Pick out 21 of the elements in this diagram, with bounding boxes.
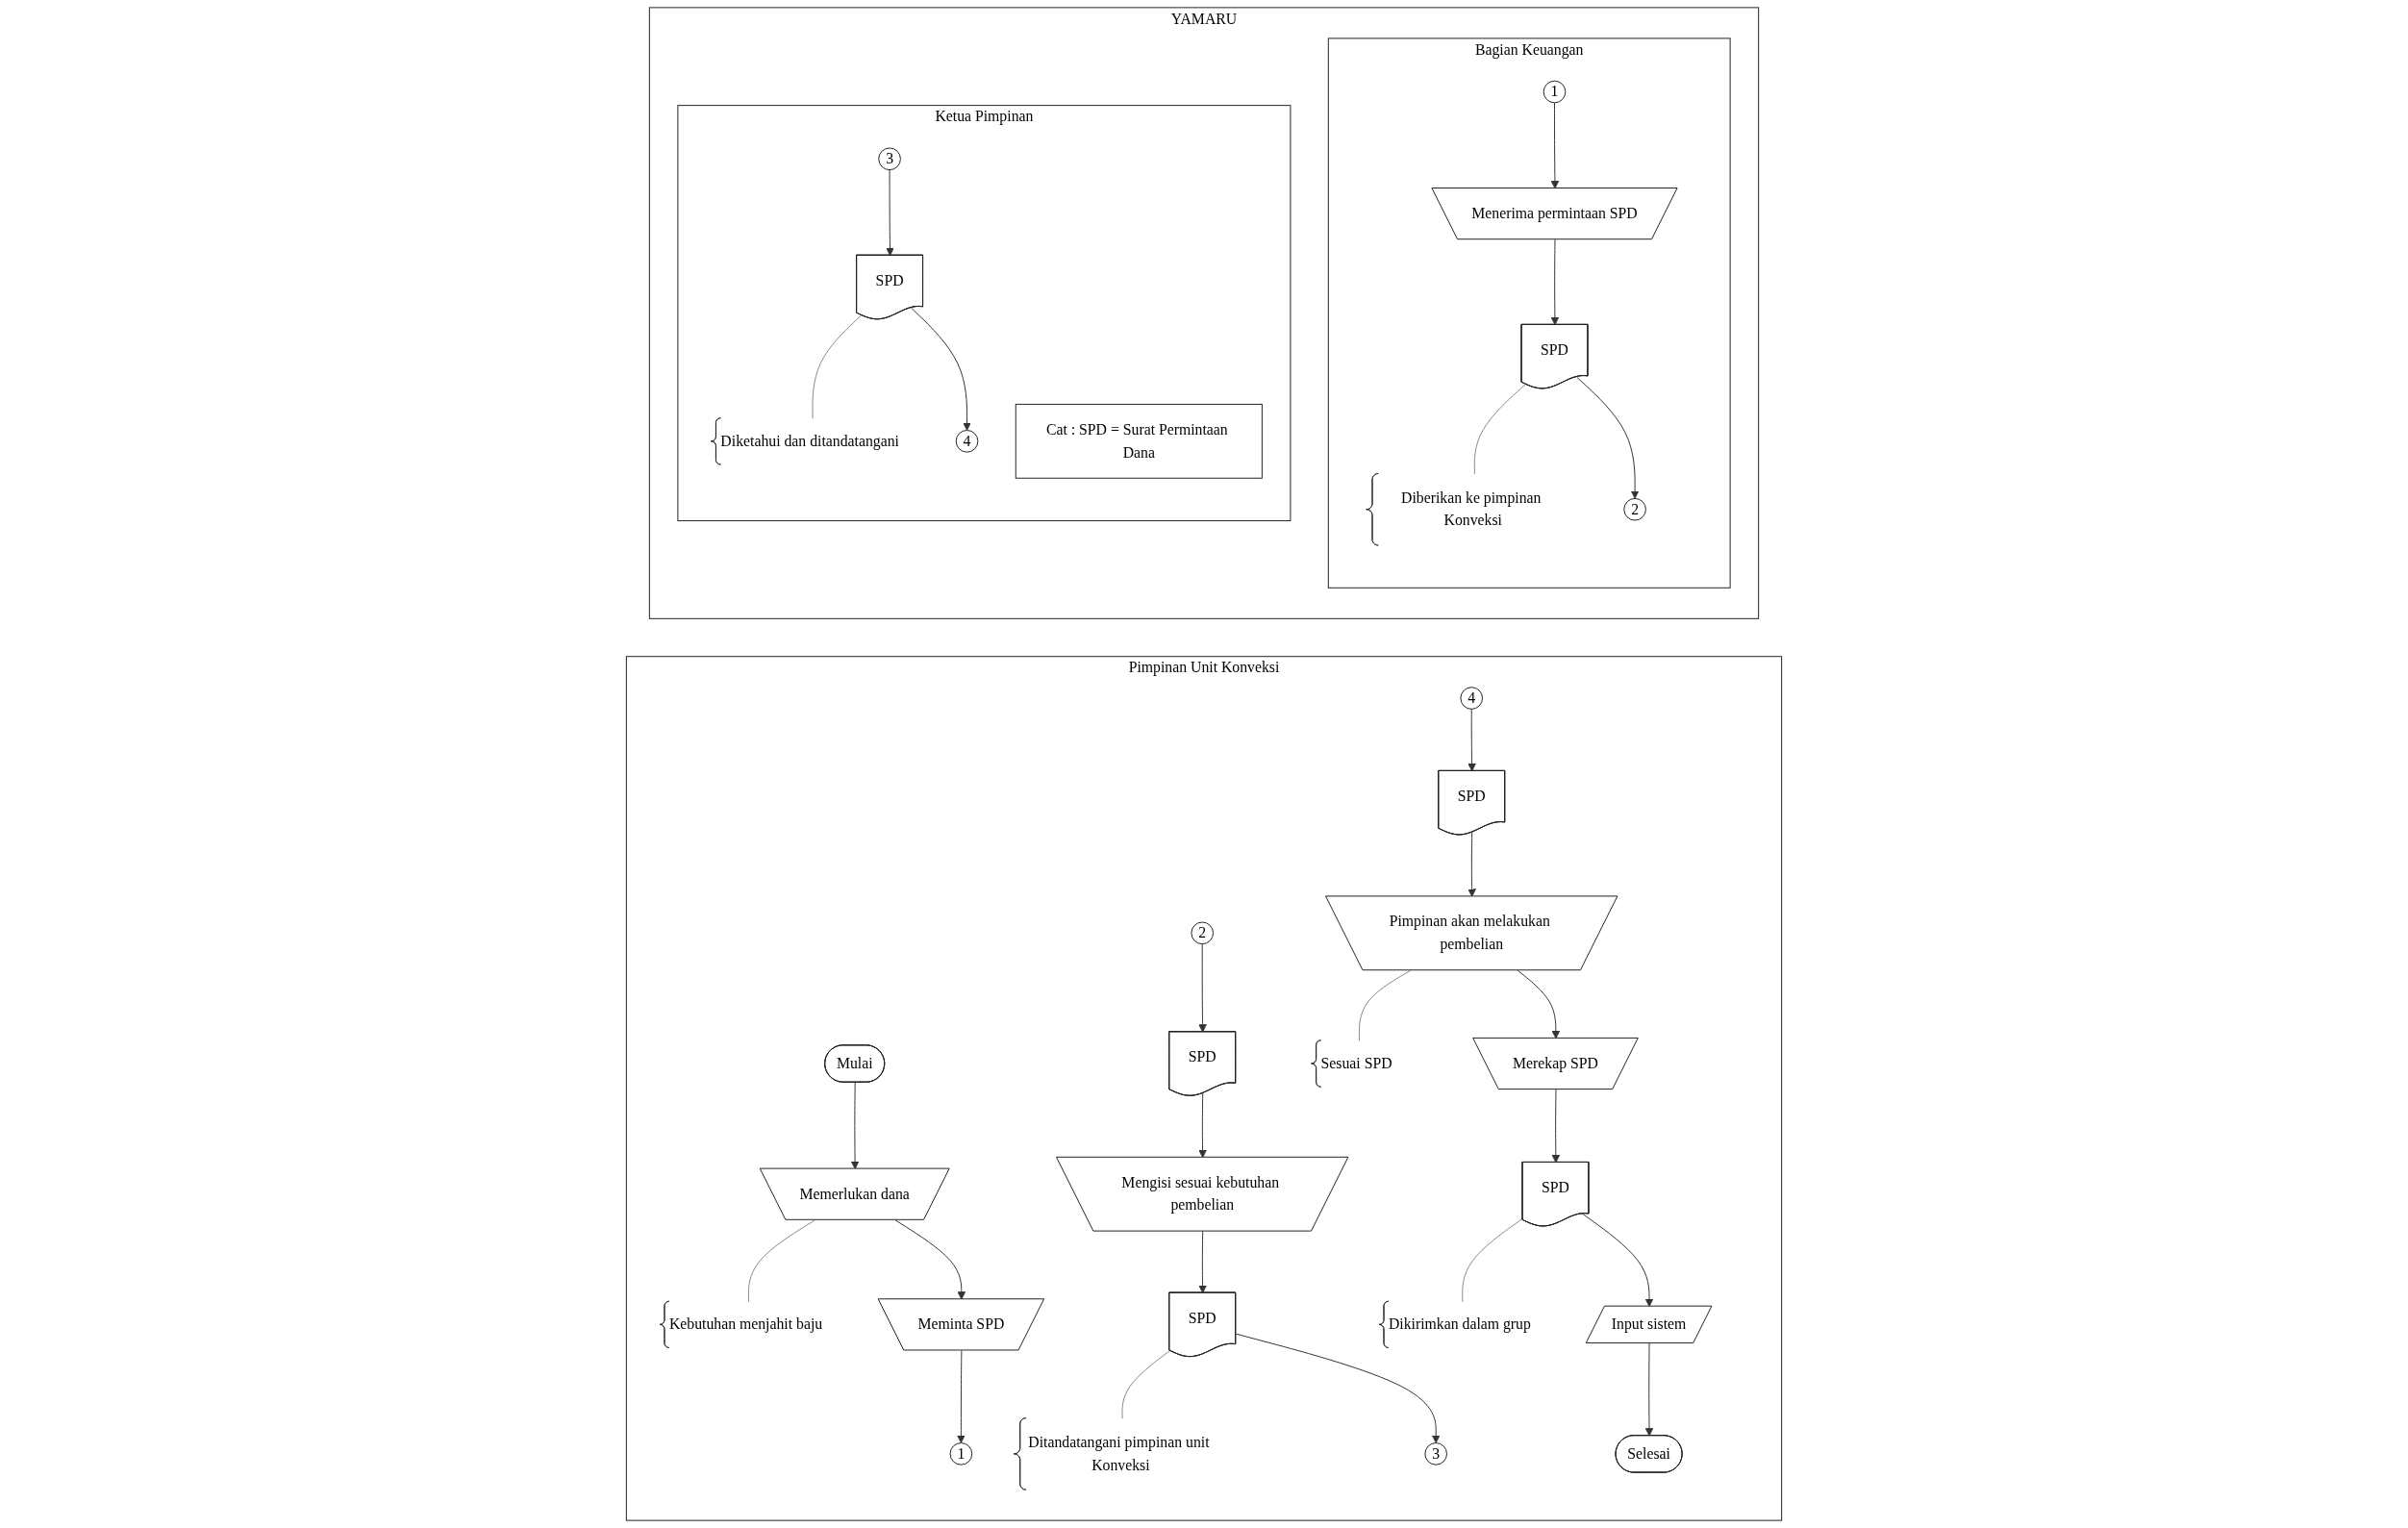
node-circle: 4 [955, 430, 979, 453]
connector [1462, 1217, 1523, 1303]
node-circle: 3 [1424, 1442, 1447, 1465]
connector [1121, 1350, 1170, 1419]
node-text: Kebutuhan menjahit baju [668, 1315, 823, 1333]
connector [1473, 384, 1526, 475]
node-circle: 1 [1543, 80, 1567, 104]
connector [747, 1219, 815, 1303]
node-text: Diberikan ke pimpinan Konveksi [1401, 489, 1542, 529]
node-box: Cat : SPD = Surat Permintaan Dana [1015, 403, 1263, 479]
node-text: Diketahui dan ditandatangani [720, 432, 899, 449]
node-text: Dikirimkan dalam grup [1388, 1315, 1531, 1333]
connector [812, 314, 863, 419]
node-circle: 4 [1460, 687, 1484, 710]
node-circle: 1 [949, 1442, 973, 1465]
connector [1358, 969, 1412, 1041]
node-text: Ditandatangani pimpinan unit Konveksi [1028, 1434, 1210, 1473]
node-circle: 2 [1623, 497, 1646, 521]
node-circle: 2 [1191, 921, 1215, 945]
node-text: Sesuai SPD [1320, 1055, 1392, 1071]
node-circle: 3 [878, 147, 901, 171]
